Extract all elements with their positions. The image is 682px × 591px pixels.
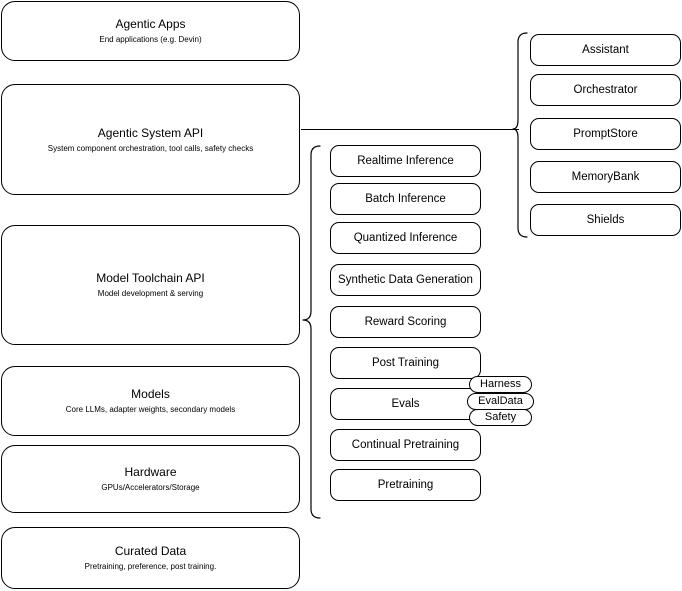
layer-title: Hardware	[124, 465, 177, 479]
capability-box-pretraining[interactable]: Pretraining	[330, 469, 481, 501]
capability-box-realtime-inference[interactable]: Realtime Inference	[330, 145, 481, 177]
capability-label: Batch Inference	[365, 193, 446, 205]
brace-agentic-system-components	[512, 32, 528, 238]
capability-box-quantized-inference[interactable]: Quantized Inference	[330, 222, 481, 254]
system-component-box-shields[interactable]: Shields	[530, 204, 681, 236]
layer-title: Model Toolchain API	[96, 271, 205, 285]
layer-subtitle: Pretraining, preference, post training.	[84, 562, 217, 571]
layer-title: Agentic Apps	[115, 17, 186, 31]
capability-box-batch-inference[interactable]: Batch Inference	[330, 183, 481, 215]
capability-label: Quantized Inference	[353, 232, 458, 244]
system-component-label: Shields	[586, 214, 625, 226]
layer-title: Models	[131, 387, 170, 401]
system-component-box-assistant[interactable]: Assistant	[530, 34, 681, 66]
system-component-label: MemoryBank	[571, 171, 640, 183]
layer-box-agentic-apps[interactable]: Agentic Apps End applications (e.g. Devi…	[1, 1, 300, 61]
layer-box-curated-data[interactable]: Curated Data Pretraining, preference, po…	[1, 527, 300, 589]
capability-box-synthetic-data-generation[interactable]: Synthetic Data Generation	[330, 264, 481, 296]
layer-box-agentic-system-api[interactable]: Agentic System API System component orch…	[1, 84, 300, 195]
eval-tag-evaldata[interactable]: EvalData	[467, 393, 534, 410]
layer-subtitle: System component orchestration, tool cal…	[47, 143, 254, 153]
system-component-box-orchestrator[interactable]: Orchestrator	[530, 74, 681, 106]
eval-tag-safety[interactable]: Safety	[469, 409, 532, 426]
system-component-label: Assistant	[582, 44, 629, 56]
layer-title: Curated Data	[114, 544, 187, 558]
capability-label: Synthetic Data Generation	[338, 274, 473, 286]
capability-label: Continual Pretraining	[351, 439, 460, 451]
capability-box-continual-pretraining[interactable]: Continual Pretraining	[330, 429, 481, 461]
capability-label: Post Training	[371, 357, 440, 369]
layer-subtitle: End applications (e.g. Devin)	[99, 35, 202, 44]
layer-subtitle: Core LLMs, adapter weights, secondary mo…	[65, 405, 236, 414]
capability-box-evals[interactable]: Evals	[330, 388, 481, 420]
connector-system-api-to-components	[301, 129, 519, 130]
system-component-box-promptstore[interactable]: PromptStore	[530, 118, 681, 150]
eval-tag-harness[interactable]: Harness	[469, 376, 532, 393]
layer-title: Agentic System API	[97, 125, 204, 140]
capability-box-post-training[interactable]: Post Training	[330, 347, 481, 379]
capability-box-reward-scoring[interactable]: Reward Scoring	[330, 306, 481, 338]
brace-model-toolchain-capabilities	[302, 145, 321, 519]
system-component-label: Orchestrator	[573, 84, 638, 96]
layer-box-hardware[interactable]: Hardware GPUs/Accelerators/Storage	[1, 445, 300, 513]
capability-label: Pretraining	[377, 479, 434, 491]
layer-box-models[interactable]: Models Core LLMs, adapter weights, secon…	[1, 366, 300, 436]
system-component-label: PromptStore	[573, 128, 638, 140]
layer-subtitle: GPUs/Accelerators/Storage	[101, 483, 200, 492]
capability-label: Evals	[391, 398, 420, 410]
system-component-box-memorybank[interactable]: MemoryBank	[530, 161, 681, 193]
capability-label: Reward Scoring	[364, 316, 447, 328]
layer-box-model-toolchain-api[interactable]: Model Toolchain API Model development & …	[1, 225, 300, 345]
capability-label: Realtime Inference	[357, 155, 454, 167]
layer-subtitle: Model development & serving	[97, 289, 204, 298]
